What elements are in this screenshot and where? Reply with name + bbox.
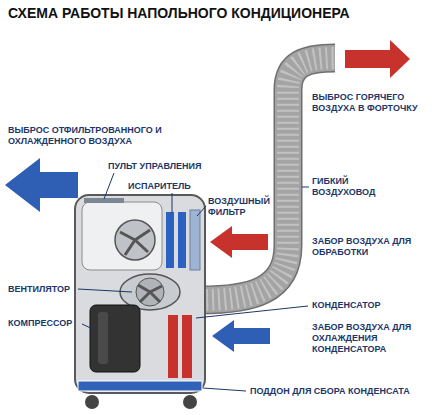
part-label: ПОДДОН ДЛЯ СБОРА КОНДЕНСАТА xyxy=(250,386,436,397)
condenser xyxy=(168,315,178,378)
part-label: ПУЛЬТ УПРАВЛЕНИЯ xyxy=(108,161,218,172)
part-label: ВЫБРОС ОТФИЛЬТРОВАННОГО И ОХЛАЖДЕННОГО В… xyxy=(8,125,188,147)
fan-blades xyxy=(120,230,150,255)
fan-blades xyxy=(138,285,162,302)
part-label: ЗАБОР ВОЗДУХА ДЛЯ ОБРАБОТКИ xyxy=(312,236,424,258)
leader-line xyxy=(172,193,173,213)
part-label: ВЫБРОС ГОРЯЧЕГО ВОЗДУХА В ФОРТОЧКУ xyxy=(312,92,437,114)
compressor xyxy=(90,305,140,372)
part-label: ВЕНТИЛЯТОР xyxy=(8,284,80,295)
leader-line xyxy=(78,289,132,292)
leader-line xyxy=(196,306,308,318)
leader-lines xyxy=(78,173,309,391)
part-label: ГИБКИЙ ВОЗДУХОВОД xyxy=(312,176,402,198)
wheel xyxy=(183,395,197,409)
leader-line xyxy=(104,173,114,199)
cool-air-arrow xyxy=(5,158,78,212)
leader-line xyxy=(302,187,309,188)
condenser-intake-arrow xyxy=(212,320,270,352)
upper-chamber xyxy=(82,202,162,270)
leader-line xyxy=(82,324,95,330)
intake-arrow xyxy=(210,226,268,258)
wheel xyxy=(85,395,99,409)
lower-fan xyxy=(136,278,164,306)
evaporator xyxy=(178,212,186,268)
air-filter xyxy=(190,210,200,270)
leader-line xyxy=(203,388,246,391)
condenser xyxy=(182,315,192,378)
upper-fan xyxy=(115,220,155,260)
part-label: ИСПАРИТЕЛЬ xyxy=(128,181,208,192)
compressor-shade xyxy=(98,312,108,364)
part-label: КОНДЕНСАТОР xyxy=(312,300,422,311)
leader-line xyxy=(197,206,206,216)
evaporator xyxy=(166,212,174,268)
part-label: КОМПРЕССОР xyxy=(8,318,84,329)
diagram-title: СХЕМА РАБОТЫ НАПОЛЬНОГО КОНДИЦИОНЕРА xyxy=(8,5,350,21)
unit-housing xyxy=(75,195,205,393)
condensate-tray xyxy=(78,381,202,391)
hot-air-arrow xyxy=(345,40,410,78)
part-label: ВОЗДУШНЫЙ ФИЛЬТР xyxy=(208,196,272,218)
part-label: ЗАБОР ВОЗДУХА ДЛЯ ОХЛАЖДЕНИЯ КОНДЕНСАТОР… xyxy=(312,322,428,355)
